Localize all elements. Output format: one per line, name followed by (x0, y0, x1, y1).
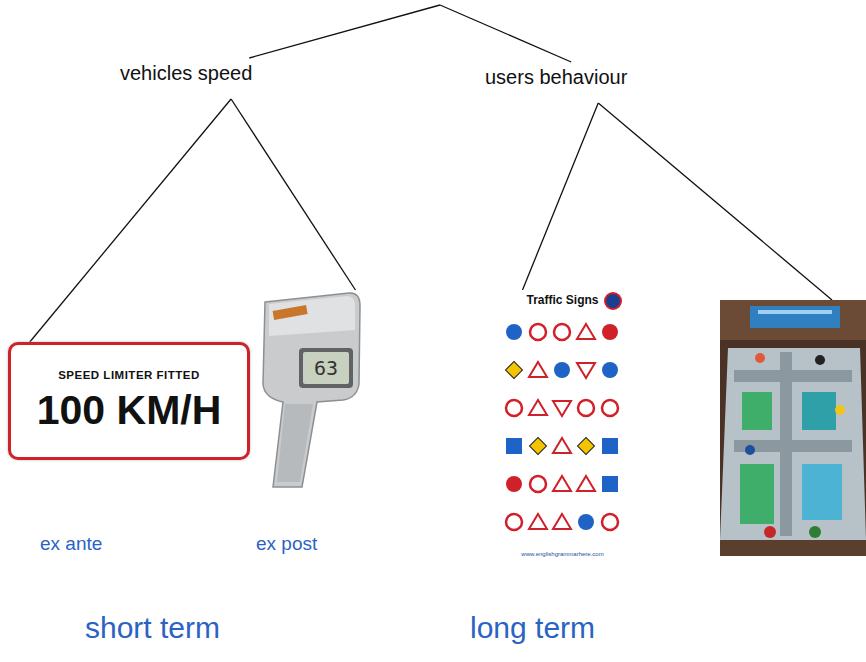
node-label: users behaviour (485, 66, 627, 89)
tree-branch (598, 103, 832, 300)
poster-url: www.englishgrammarhere.com (521, 551, 603, 557)
branch-label: ex post (256, 533, 317, 555)
sign-speed: 100 KM/H (11, 385, 247, 435)
sign-text: SPEED LIMITER FITTED (11, 369, 247, 381)
traffic-park-photo (720, 300, 866, 556)
tree-branch (523, 103, 599, 290)
term-label: long term (470, 611, 595, 645)
tree-node: vehicles speed (116, 58, 256, 99)
tree-branch (231, 99, 355, 290)
traffic-signs-poster: Traffic Signs www.englishgrammarhere.com (500, 290, 625, 560)
term-label: short term (85, 611, 220, 645)
speed-gun-illustration (255, 290, 363, 490)
node-label: vehicles speed (120, 62, 252, 85)
gun-display: 63 (303, 352, 349, 384)
speed-limiter-sign: SPEED LIMITER FITTED 100 KM/H (8, 342, 250, 460)
tree-branch (30, 99, 231, 342)
root-branch (249, 5, 440, 58)
traffic-signs-poster (500, 290, 625, 560)
tree-node: users behaviour (481, 62, 631, 103)
poster-title: Traffic Signs (526, 293, 598, 307)
root-branch (440, 5, 571, 62)
branch-label: ex ante (40, 533, 102, 555)
speed-gun: 63 (255, 290, 363, 490)
